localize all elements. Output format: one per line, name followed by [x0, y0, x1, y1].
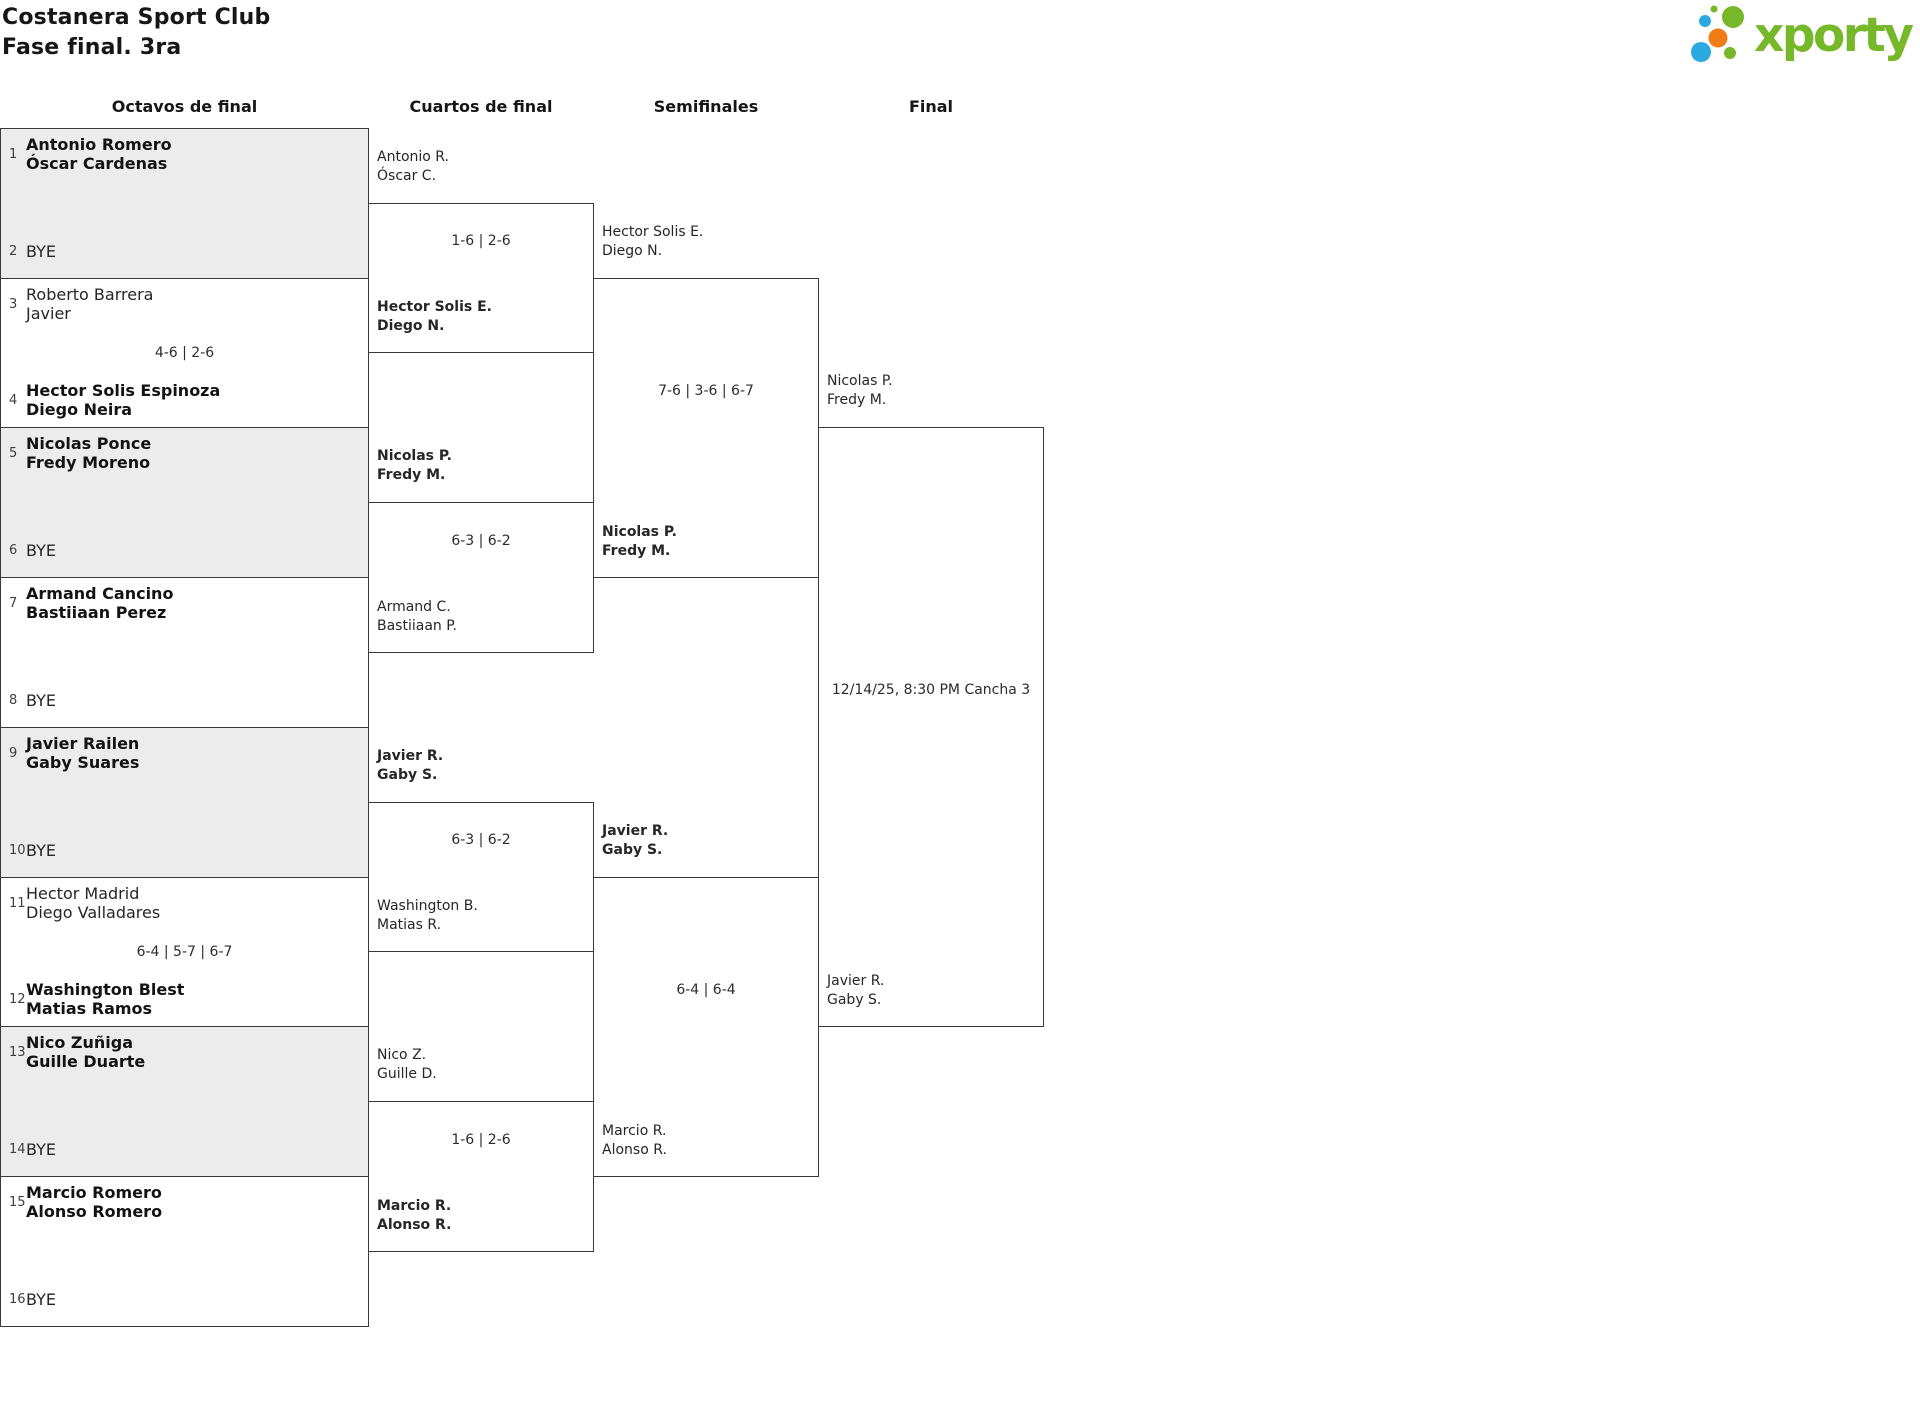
seed-number: 2: [9, 243, 18, 259]
match-score: 6-4 | 5-7 | 6-7: [136, 944, 233, 960]
semifinal-match-1[interactable]: Hector Solis E.Diego N. 7-6 | 3-6 | 6-7 …: [593, 224, 819, 578]
participant-bottom: Javier R.Gaby S.: [827, 973, 885, 1008]
cuartos-match-4[interactable]: Nico Z.Guille D. 1-6 | 2-6 Marcio R.Alon…: [368, 1047, 594, 1252]
match-score: 4-6 | 2-6: [154, 345, 215, 361]
seed-number: 10: [9, 842, 26, 858]
team-entry: BYE: [26, 540, 56, 560]
cuartos-match-2[interactable]: Nicolas P.Fredy M. 6-3 | 6-2 Armand C.Ba…: [368, 448, 594, 653]
round-header-cuartos: Cuartos de final: [409, 97, 553, 116]
cuartos-match-1[interactable]: Antonio R.Óscar C. 1-6 | 2-6 Hector Soli…: [368, 149, 594, 353]
participant-bottom: Nicolas P.Fredy M.: [602, 524, 677, 559]
participant-top: Nico Z.Guille D.: [377, 1047, 437, 1082]
team-entry: BYE: [26, 690, 56, 710]
seed-number: 3: [9, 296, 18, 312]
match-score: 1-6 | 2-6: [451, 233, 511, 249]
participant-bottom: Marcio R.Alonso R.: [602, 1123, 667, 1158]
participant-top: Nicolas P.Fredy M.: [377, 448, 452, 483]
final-match[interactable]: Nicolas P.Fredy M. 12/14/25, 8:30 PM Can…: [818, 373, 1044, 1027]
round-header-semifinales: Semifinales: [653, 97, 759, 116]
participant-top: Nicolas P.Fredy M.: [827, 373, 893, 408]
team-entry: BYE: [26, 1289, 56, 1309]
semifinal-match-2[interactable]: Javier R.Gaby S. 6-4 | 6-4 Marcio R.Alon…: [593, 823, 819, 1177]
seed-number: 7: [9, 595, 18, 611]
xporty-wordmark: xporty: [1754, 8, 1914, 63]
club-title: Costanera Sport Club: [2, 5, 271, 30]
participant-top: Javier R.Gaby S.: [377, 748, 444, 783]
participant-top: Javier R.Gaby S.: [602, 823, 669, 858]
seed-number: 1: [9, 146, 18, 162]
seed-number: 4: [9, 392, 18, 408]
xporty-dots-icon: [1691, 5, 1744, 62]
seed-number: 15: [9, 1194, 26, 1210]
seed-number: 16: [9, 1291, 26, 1307]
match-score: 7-6 | 3-6 | 6-7: [658, 383, 754, 399]
round-header-octavos: Octavos de final: [111, 97, 258, 116]
team-entry: BYE: [26, 241, 56, 261]
match-score: 6-3 | 6-2: [451, 532, 511, 549]
match-score: 6-4 | 6-4: [676, 982, 736, 998]
team-entry: BYE: [26, 840, 56, 860]
participant-top: Antonio R.Óscar C.: [377, 149, 449, 184]
seed-number: 14: [9, 1141, 26, 1157]
seed-number: 8: [9, 692, 18, 708]
cuartos-match-3[interactable]: Javier R.Gaby S. 6-3 | 6-2 Washington B.…: [368, 748, 594, 952]
match-score: 1-6 | 2-6: [451, 1131, 511, 1148]
participant-top: Hector Solis E.Diego N.: [602, 224, 704, 259]
participant-bottom: Washington B.Matias R.: [377, 898, 478, 933]
participant-bottom: Hector Solis E.Diego N.: [377, 299, 492, 334]
match-schedule: 12/14/25, 8:30 PM Cancha 3: [831, 682, 1031, 698]
match-score: 6-3 | 6-2: [451, 832, 511, 848]
seed-number: 9: [9, 745, 18, 761]
seed-number: 6: [9, 542, 18, 558]
participant-bottom: Marcio R.Alonso R.: [377, 1198, 452, 1233]
seed-number: 13: [9, 1044, 26, 1060]
seed-number: 11: [9, 895, 26, 911]
participant-bottom: Armand C.Bastiiaan P.: [377, 599, 457, 634]
team-entry: BYE: [26, 1139, 56, 1159]
phase-subtitle: Fase final. 3ra: [2, 35, 182, 60]
round-header-final: Final: [908, 97, 954, 116]
seed-number: 5: [9, 445, 18, 461]
seed-number: 12: [9, 991, 26, 1007]
xporty-logo[interactable]: xporty: [1690, 2, 1914, 72]
page-header: Costanera Sport Club Fase final. 3ra: [2, 3, 270, 63]
